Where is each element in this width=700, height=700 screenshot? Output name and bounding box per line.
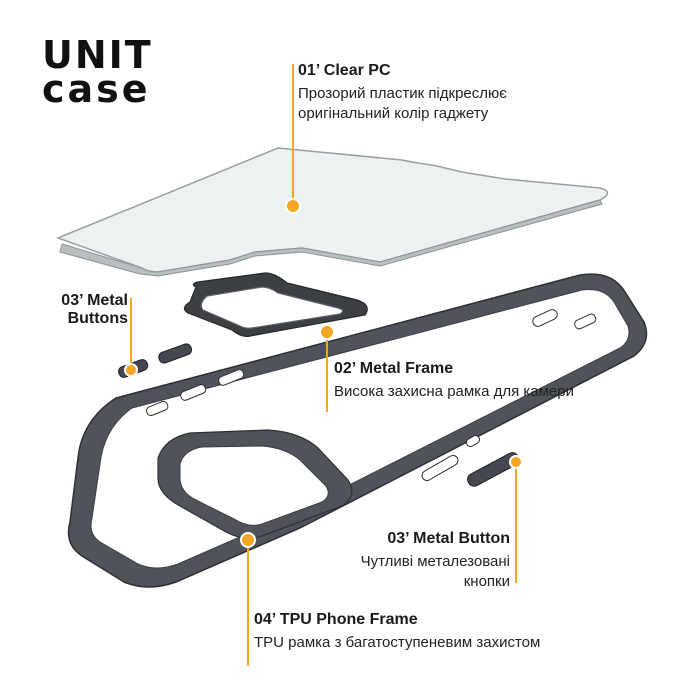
callout-metal-button-title: 03’ Metal Button [387, 530, 510, 547]
callout-metal-buttons: 03’ Metal Buttons [20, 292, 128, 332]
callout-clear-pc: 01’ Clear PC Прозорий пластик підкреслює… [298, 62, 598, 124]
callout-leaders [130, 64, 517, 666]
brand-logo: UNIT case [42, 33, 153, 112]
brand-line-1: UNIT [42, 33, 153, 77]
callout-tpu-frame-description: TPU рамка з багатоступеневим захистом [254, 634, 541, 651]
callout-metal-button: 03’ Metal Button Чутливі металезовані кн… [320, 530, 510, 592]
dot-metal-buttons [124, 363, 138, 377]
callout-metal-frame-description: Висока захисна рамка для камери [334, 383, 574, 400]
callout-dots [124, 198, 523, 548]
callout-metal-frame: 02’ Metal Frame Висока захисна рамка для… [334, 360, 574, 402]
tpu-phone-frame [67, 273, 648, 588]
callout-metal-button-description: Чутливі металезовані кнопки [360, 553, 510, 590]
dot-tpu-frame [240, 532, 256, 548]
dot-metal-frame [319, 324, 335, 340]
dot-metal-button [509, 455, 523, 469]
callout-metal-frame-title: 02’ Metal Frame [334, 360, 454, 377]
camera-metal-frame [183, 272, 368, 337]
brand-line-2: case [42, 67, 151, 112]
callout-metal-buttons-title: 03’ Metal Buttons [61, 292, 128, 327]
callout-tpu-frame: 04’ TPU Phone Frame TPU рамка з багатост… [254, 611, 594, 653]
clear-pc-plate [55, 147, 609, 277]
callout-clear-pc-title: 01’ Clear PC [298, 62, 391, 79]
dot-clear-pc [285, 198, 301, 214]
callout-tpu-frame-title: 04’ TPU Phone Frame [254, 611, 418, 628]
callout-clear-pc-description: Прозорий пластик підкреслює оригінальний… [298, 85, 507, 122]
